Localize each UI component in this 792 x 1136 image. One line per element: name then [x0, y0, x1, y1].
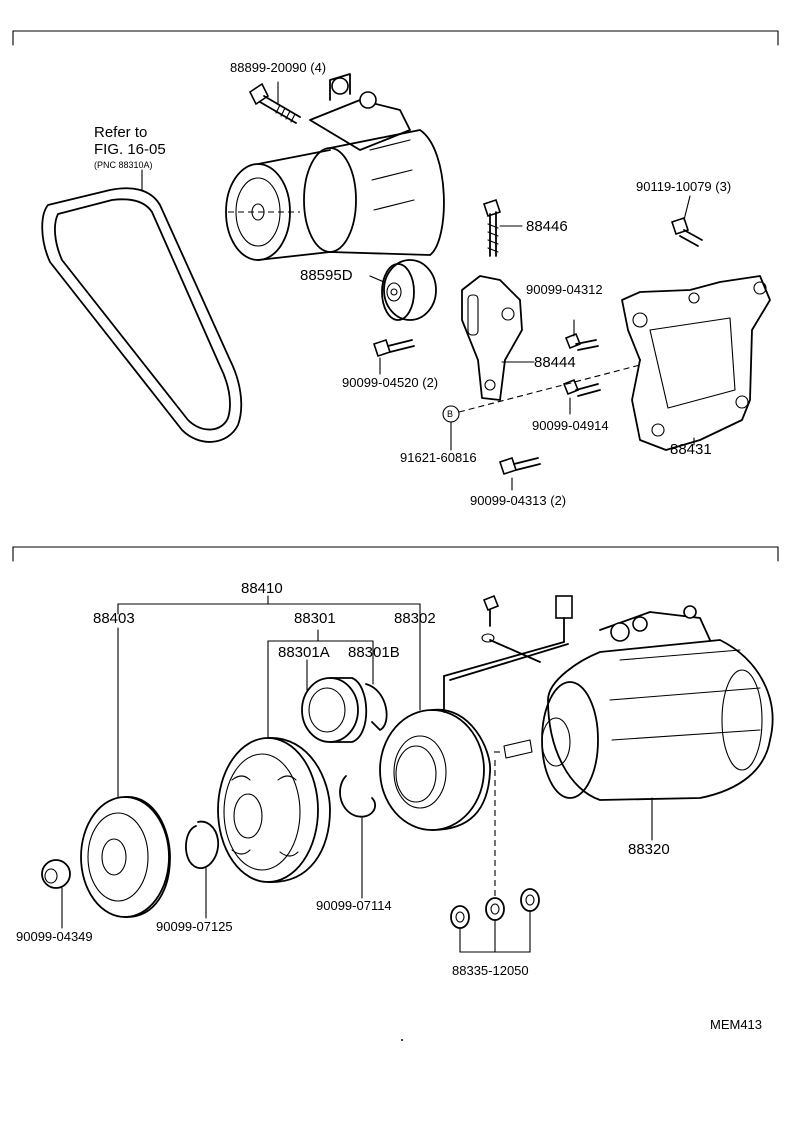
- bolt-88446-drawing: [482, 198, 523, 257]
- idler-pulley-drawing: [369, 259, 437, 321]
- marker-b-label: B: [447, 409, 454, 419]
- part-label-90099-07114: 90099-07114: [316, 898, 392, 913]
- wire-harness-drawing: [443, 595, 573, 713]
- part-label-88444: 88444: [534, 354, 576, 371]
- upper-compressor-drawing: [225, 73, 445, 261]
- part-label-88431: 88431: [670, 441, 712, 458]
- snap-ring-07114-drawing: [339, 775, 377, 899]
- snap-ring-88301b-drawing: [365, 640, 388, 731]
- part-label-88301a: 88301A: [278, 644, 330, 661]
- refer-line-3: (PNC 88310A): [94, 160, 153, 170]
- bolt-90099-04312-drawing: [564, 319, 599, 351]
- part-label-88320: 88320: [628, 841, 670, 858]
- bolt-90099-04520-drawing: [372, 338, 415, 375]
- main-compressor-drawing: [494, 605, 774, 841]
- part-label-88301b: 88301B: [348, 644, 400, 661]
- part-label-90119-10079: 90119-10079 (3): [636, 179, 732, 194]
- part-label-88403: 88403: [93, 610, 135, 627]
- bearing-88301a-drawing: [301, 659, 368, 743]
- refer-line-2: FIG. 16-05: [94, 141, 166, 158]
- snap-ring-07125-drawing: [185, 820, 219, 919]
- part-label-91621-60816: 91621-60816: [400, 450, 477, 465]
- stator-coil-drawing: [379, 613, 491, 831]
- marker-b-leaders: [442, 364, 641, 451]
- bolt-90099-04313-drawing: [498, 456, 541, 491]
- part-label-88410: 88410: [241, 580, 283, 597]
- part-label-90099-04914: 90099-04914: [532, 418, 609, 433]
- bolt-90119-drawing: [670, 195, 703, 247]
- drive-belt-drawing: [41, 169, 243, 443]
- part-label-90099-04312: 90099-04312: [526, 282, 603, 297]
- shims-drawing: [450, 760, 540, 953]
- part-label-90099-04349: 90099-04349: [16, 929, 93, 944]
- upper-section-frame: [12, 30, 779, 46]
- stray-dot: [639, 359, 641, 361]
- refer-line-1: Refer to: [94, 124, 148, 141]
- figure-code: MEM413: [710, 1017, 763, 1032]
- part-label-88446: 88446: [526, 218, 568, 235]
- part-label-88899-20090: 88899-20090 (4): [230, 60, 327, 75]
- nut-90099-04349-drawing: [41, 859, 71, 929]
- part-label-90099-07125: 90099-07125: [156, 919, 233, 934]
- lower-section-frame: [12, 546, 779, 562]
- group-88410-bracket: [117, 595, 421, 642]
- bolt-90099-04914-drawing: [562, 378, 601, 415]
- small-bolt-drawing: [482, 594, 500, 627]
- part-label-90099-04520: 90099-04520 (2): [342, 375, 439, 390]
- part-label-88595d: 88595D: [300, 267, 353, 284]
- clutch-pulley-drawing: [217, 640, 331, 883]
- clutch-hub-drawing: [80, 627, 171, 918]
- part-label-90099-04313: 90099-04313 (2): [470, 493, 567, 508]
- stray-dot: [401, 1039, 403, 1041]
- part-label-88335-12050: 88335-12050: [452, 963, 529, 978]
- part-label-88302: 88302: [394, 610, 436, 627]
- bracket-88444-drawing: [461, 275, 535, 401]
- mounting-bracket-88431-drawing: [621, 275, 771, 451]
- bolt-88899-drawing: [248, 81, 301, 124]
- part-label-88301: 88301: [294, 610, 336, 627]
